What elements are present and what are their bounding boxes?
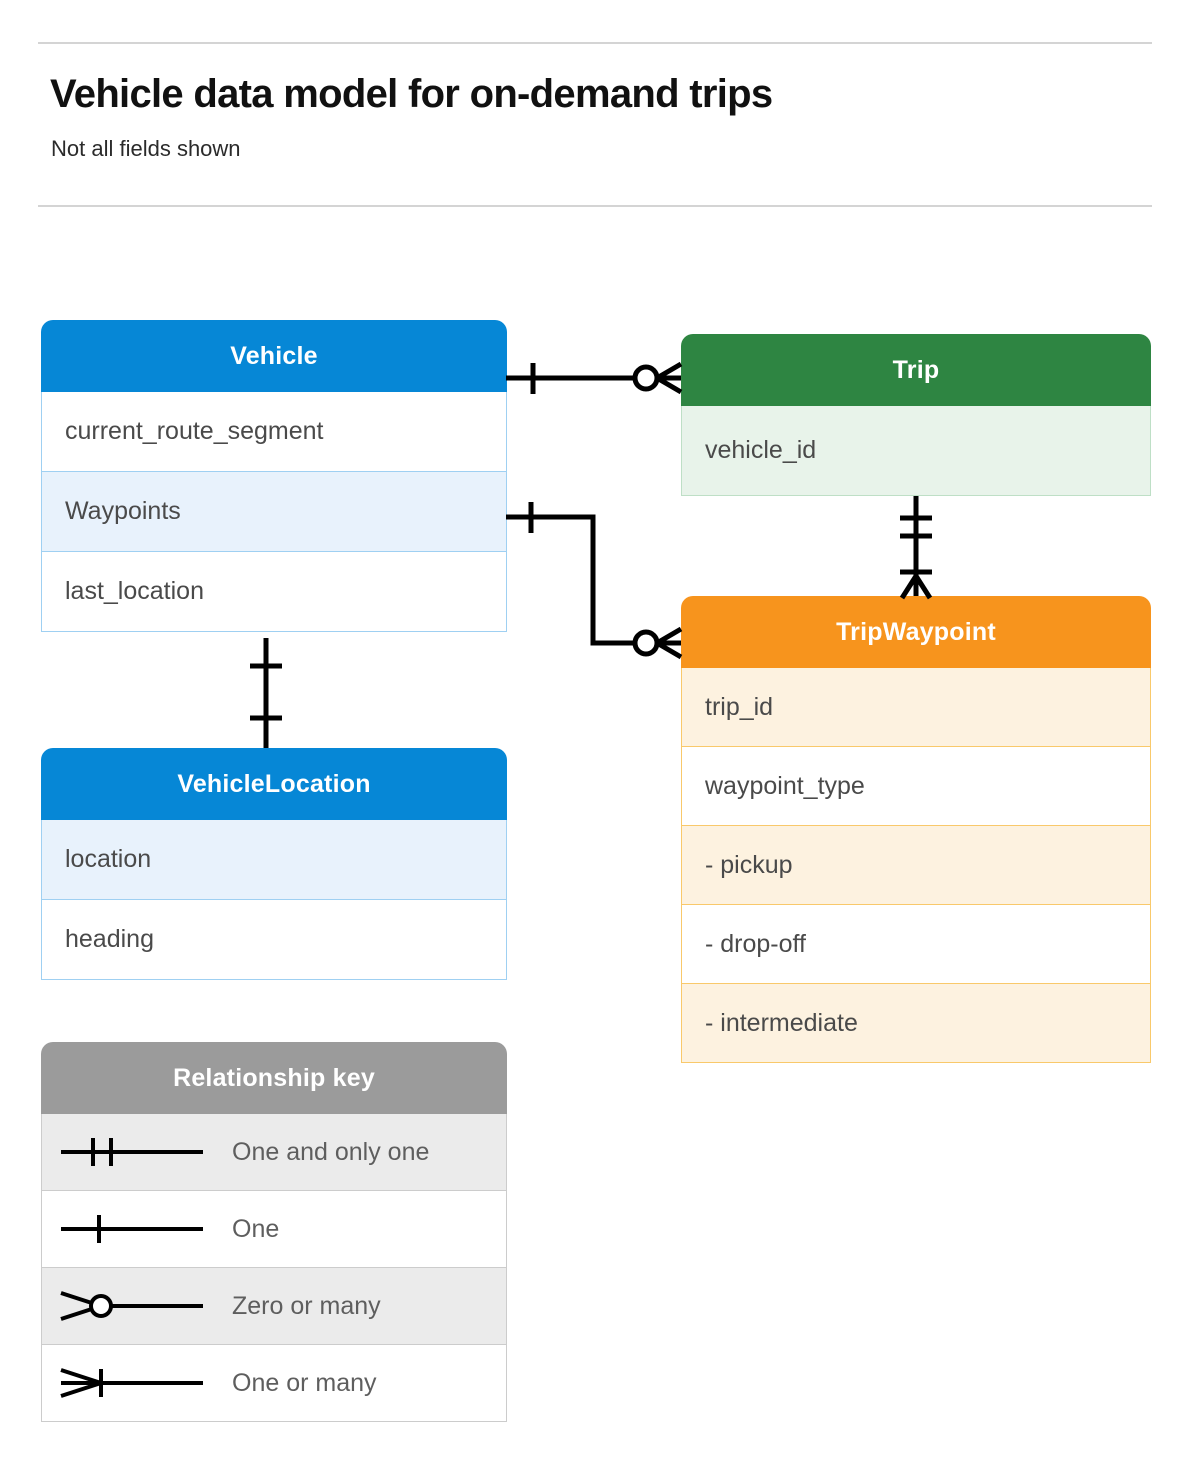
connector-trip-tripwaypoint — [899, 496, 933, 600]
entity-tripwaypoint-field[interactable]: - drop-off — [681, 905, 1151, 984]
entity-vehicle-title: Vehicle — [41, 320, 507, 392]
entity-tripwaypoint-field[interactable]: trip_id — [681, 668, 1151, 747]
entity-vehicle[interactable]: Vehicle current_route_segment Waypoints … — [41, 320, 507, 632]
header-divider-top — [38, 42, 1152, 44]
entity-vehicle-fields: current_route_segment Waypoints last_loc… — [41, 392, 507, 632]
entity-vehicle-field[interactable]: last_location — [41, 552, 507, 632]
connector-vehicle-vehiclelocation — [250, 638, 282, 748]
entity-vehiclelocation-field[interactable]: location — [41, 820, 507, 900]
entity-tripwaypoint-title: TripWaypoint — [681, 596, 1151, 668]
legend-item-label: One — [232, 1214, 280, 1243]
legend-item: One — [41, 1191, 507, 1268]
entity-vehicle-field[interactable]: current_route_segment — [41, 392, 507, 472]
connector-waypoints-tripwaypoint — [506, 502, 683, 660]
entity-vehiclelocation-fields: location heading — [41, 820, 507, 980]
legend-item: One and only one — [41, 1114, 507, 1191]
entity-trip[interactable]: Trip vehicle_id — [681, 334, 1151, 496]
entity-trip-field[interactable]: vehicle_id — [681, 406, 1151, 496]
entity-vehiclelocation[interactable]: VehicleLocation location heading — [41, 748, 507, 980]
entity-tripwaypoint[interactable]: TripWaypoint trip_id waypoint_type - pic… — [681, 596, 1151, 1063]
page-title: Vehicle data model for on-demand trips — [50, 72, 773, 116]
legend-item: One or many — [41, 1345, 507, 1422]
one-icon — [42, 1191, 228, 1267]
entity-tripwaypoint-field[interactable]: - pickup — [681, 826, 1151, 905]
connector-vehicle-trip — [506, 361, 683, 395]
one-and-only-one-icon — [42, 1114, 228, 1190]
relationship-key-legend: Relationship key One and only one — [41, 1042, 507, 1422]
page-subtitle: Not all fields shown — [51, 136, 241, 161]
entity-tripwaypoint-fields: trip_id waypoint_type - pickup - drop-of… — [681, 668, 1151, 1063]
legend-item-label: One or many — [232, 1368, 377, 1397]
entity-vehiclelocation-field[interactable]: heading — [41, 900, 507, 980]
entity-tripwaypoint-field[interactable]: waypoint_type — [681, 747, 1151, 826]
legend-item-label: One and only one — [232, 1137, 430, 1166]
zero-or-many-icon — [42, 1268, 228, 1344]
entity-vehicle-field[interactable]: Waypoints — [41, 472, 507, 552]
relationship-key-title: Relationship key — [41, 1042, 507, 1114]
entity-trip-title: Trip — [681, 334, 1151, 406]
one-or-many-icon — [42, 1345, 228, 1421]
entity-trip-fields: vehicle_id — [681, 406, 1151, 496]
header-divider-bottom — [38, 205, 1152, 207]
legend-item: Zero or many — [41, 1268, 507, 1345]
relationship-key-items: One and only one One — [41, 1114, 507, 1422]
entity-tripwaypoint-field[interactable]: - intermediate — [681, 984, 1151, 1063]
legend-item-label: Zero or many — [232, 1291, 381, 1320]
entity-vehiclelocation-title: VehicleLocation — [41, 748, 507, 820]
